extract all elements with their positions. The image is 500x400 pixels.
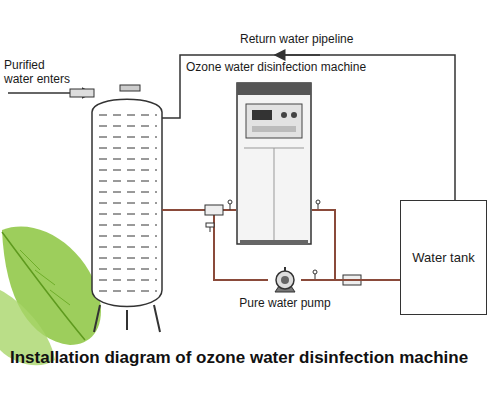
inlet-pipe [70,89,94,97]
outlet-pipe [162,209,236,211]
pump-node: Pure water pump [228,262,342,312]
tank-label: Water tank [412,251,474,265]
pump-drawing [269,266,301,294]
water-pipe [301,279,400,281]
pump-label: Pure water pump [228,296,342,310]
machine-node: Ozone water disinfection machine [186,60,358,248]
cabinet-drawing [236,82,312,245]
water-tank-box: Water tank [400,200,487,315]
flow-arrow [275,54,320,56]
water-pipe [312,210,400,280]
inlet-label: Purified water enters [4,58,74,86]
leaf-decoration [0,226,101,365]
tee-fitting [205,205,223,215]
pump-symbol [269,266,301,294]
machine-label: Ozone water disinfection machine [186,60,358,74]
caption: Installation diagram of ozone water disi… [10,348,468,368]
pipeline-label: Return water pipeline [240,32,390,46]
storage-vessel [92,85,162,332]
ozone-machine-cabinet [236,82,312,245]
